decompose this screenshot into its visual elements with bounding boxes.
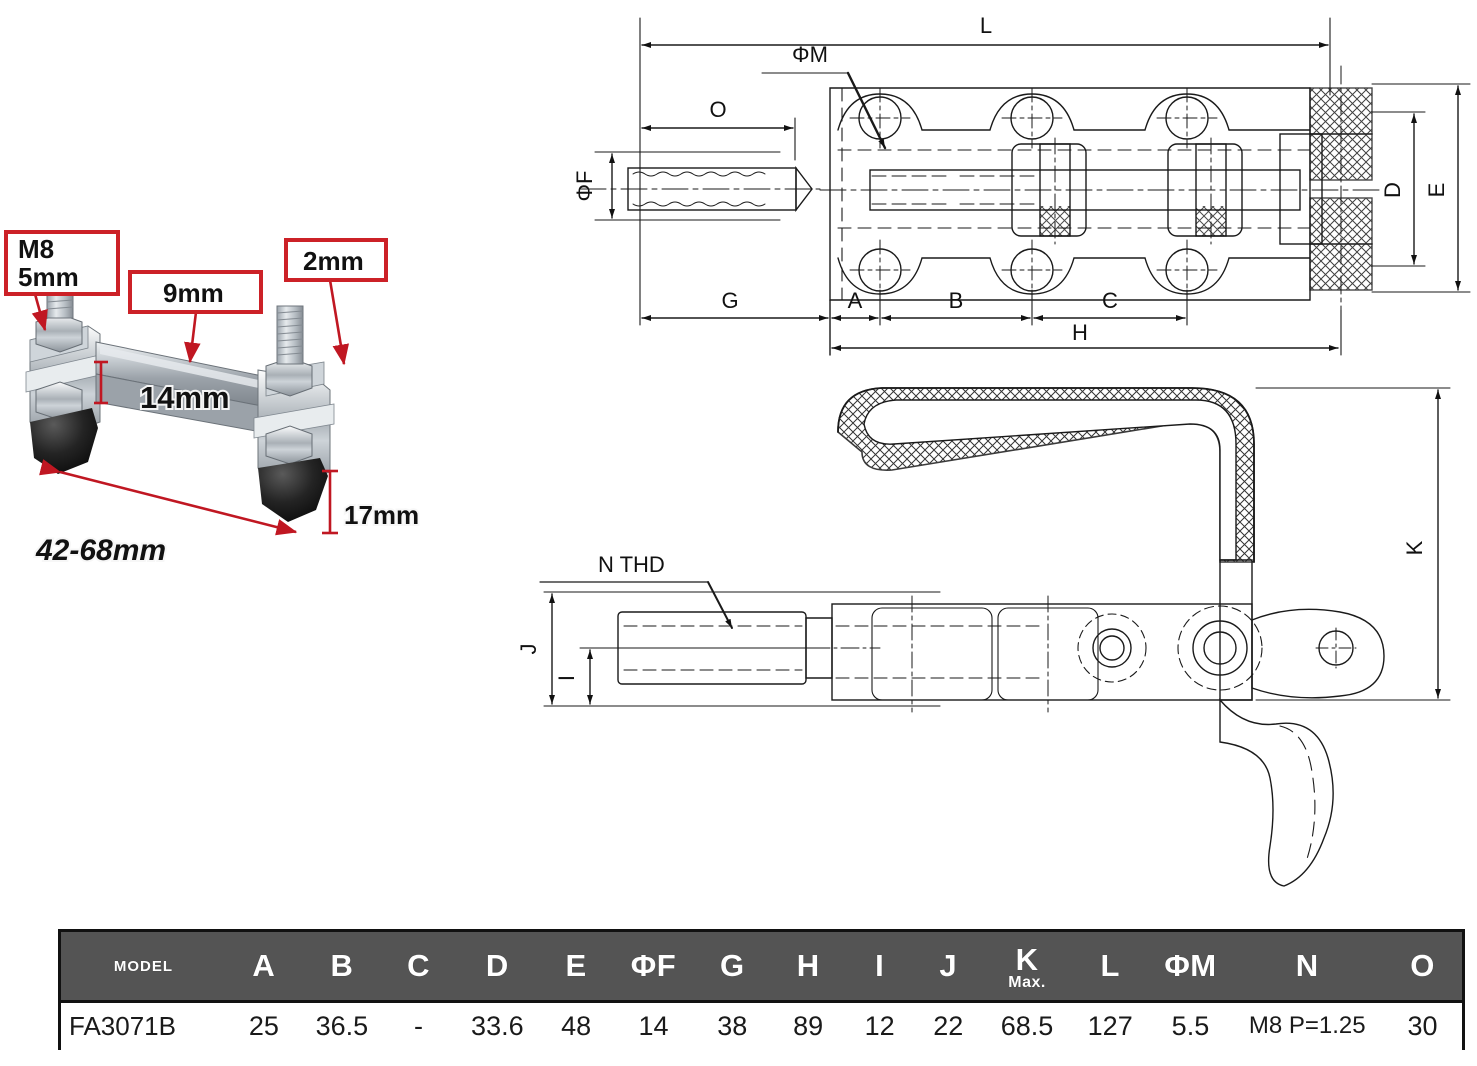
dim-chain-GABC: G A B C (639, 288, 1188, 356)
th-G: G (694, 932, 771, 1000)
th-L: L (1070, 932, 1150, 1000)
th-K-sub: Max. (1008, 973, 1046, 991)
plate-thickness-leader-line (328, 279, 350, 366)
dim-K: K (1255, 387, 1451, 701)
cell-H: 89 (770, 1000, 847, 1052)
callout-bar-width: 9mm (128, 270, 263, 314)
label-O: O (709, 97, 726, 122)
chrome-spindle-bar (95, 341, 273, 435)
right-threaded-stud (276, 305, 304, 365)
plan-hinge-barrels (1279, 65, 1373, 311)
label-phiF: ΦF (572, 171, 597, 202)
label-L: L (980, 13, 992, 38)
label-E: E (1424, 183, 1449, 198)
cell-B: 36.5 (301, 1000, 383, 1052)
plan-link-bar (819, 137, 1381, 245)
dim-L: L (639, 13, 1331, 301)
callout-bar-width-label: 9mm (163, 278, 224, 308)
th-D: D (455, 932, 540, 1000)
dim-O: O (641, 97, 796, 161)
cell-phiM: 5.5 (1149, 1000, 1232, 1052)
right-bracket (253, 305, 335, 522)
plan-pivot-pin-2 (1167, 137, 1243, 245)
th-K: K Max. (983, 932, 1071, 1000)
plan-mounting-holes (849, 87, 1218, 301)
tip-height-dimension (322, 469, 338, 535)
side-body-bar (831, 595, 1253, 713)
bar-height-label: 14mm (140, 380, 230, 415)
cell-K: 68.5 (983, 1000, 1071, 1052)
label-H: H (1072, 320, 1088, 345)
label-G: G (721, 288, 738, 313)
label-K: K (1402, 540, 1427, 555)
label-J: J (520, 644, 541, 655)
th-E: E (539, 932, 613, 1000)
dim-D: D (1371, 111, 1426, 267)
photo-annotations (31, 279, 350, 536)
label-A: A (848, 288, 863, 313)
callout-m8-line1: M8 (18, 234, 54, 264)
side-handle (837, 387, 1255, 563)
leader-N-THD: N THD (539, 552, 733, 629)
bar-height-dimension (94, 360, 108, 405)
th-B: B (301, 932, 383, 1000)
th-O: O (1383, 932, 1462, 1000)
cell-C: - (382, 1000, 456, 1052)
m8-leader-line (31, 293, 48, 332)
dim-J: J (520, 591, 941, 707)
span-label: 42-68mm (35, 534, 166, 567)
product-photo-panel: 14mm 42-68mm 17mm M8 5mm 9mm 2mm (0, 222, 420, 572)
engineering-drawing: L O ΦF (520, 0, 1477, 910)
cell-E: 48 (539, 1000, 613, 1052)
cell-G: 38 (694, 1000, 771, 1052)
th-phiM: ΦM (1149, 932, 1232, 1000)
callout-m8-line2: 5mm (18, 262, 79, 292)
th-N: N (1231, 932, 1384, 1000)
label-I: I (554, 675, 579, 681)
callout-plate-thickness-label: 2mm (303, 246, 364, 276)
tip-height-label: 17mm (344, 500, 419, 530)
cell-D: 33.6 (455, 1000, 540, 1052)
table-header-separator (61, 1000, 1462, 1003)
plan-spindle-shank (579, 165, 821, 213)
leader-phiM: ΦM (761, 42, 887, 150)
label-C: C (1102, 288, 1118, 313)
bar-width-leader-line (184, 311, 201, 364)
th-C: C (382, 932, 456, 1000)
dim-E: E (1371, 83, 1471, 293)
th-A: A (225, 932, 302, 1000)
span-dimension (39, 459, 298, 536)
table-header-row: MODEL A B C D E ΦF G H I J K Max. L (61, 932, 1462, 1000)
label-B: B (949, 288, 964, 313)
side-pivot-cluster (1177, 559, 1385, 887)
label-phiM: ΦM (792, 42, 828, 67)
cell-J: 22 (913, 1000, 984, 1052)
label-N-THD: N THD (598, 552, 665, 577)
side-view-group: N THD J I (520, 387, 1451, 887)
cell-I: 12 (846, 1000, 914, 1052)
left-rubber-tip (30, 408, 98, 474)
cell-model: FA3071B (61, 1000, 226, 1052)
cell-L: 127 (1070, 1000, 1150, 1052)
callout-m8: M8 5mm (4, 230, 120, 296)
th-H: H (770, 932, 847, 1000)
cell-N: M8 P=1.25 (1231, 1000, 1384, 1052)
dim-I: I (554, 647, 821, 705)
cell-phiF: 14 (612, 1000, 695, 1052)
label-D: D (1380, 182, 1405, 198)
th-model: MODEL (61, 932, 226, 1000)
th-phiF: ΦF (612, 932, 695, 1000)
cell-A: 25 (225, 1000, 302, 1052)
cell-O: 30 (1383, 1000, 1462, 1052)
table-row: FA3071B 25 36.5 - 33.6 48 14 38 89 12 22… (61, 1000, 1462, 1052)
callout-plate-thickness: 2mm (284, 238, 388, 282)
right-rubber-tip (258, 458, 328, 522)
plan-pivot-pin-1 (1011, 137, 1087, 245)
dimension-spec-table: MODEL A B C D E ΦF G H I J K Max. L (58, 929, 1465, 1052)
th-I: I (846, 932, 914, 1000)
dim-phiF: ΦF (572, 151, 781, 221)
dim-H: H (831, 309, 1342, 356)
th-J: J (913, 932, 984, 1000)
plan-view-group: L O ΦF (572, 13, 1471, 356)
